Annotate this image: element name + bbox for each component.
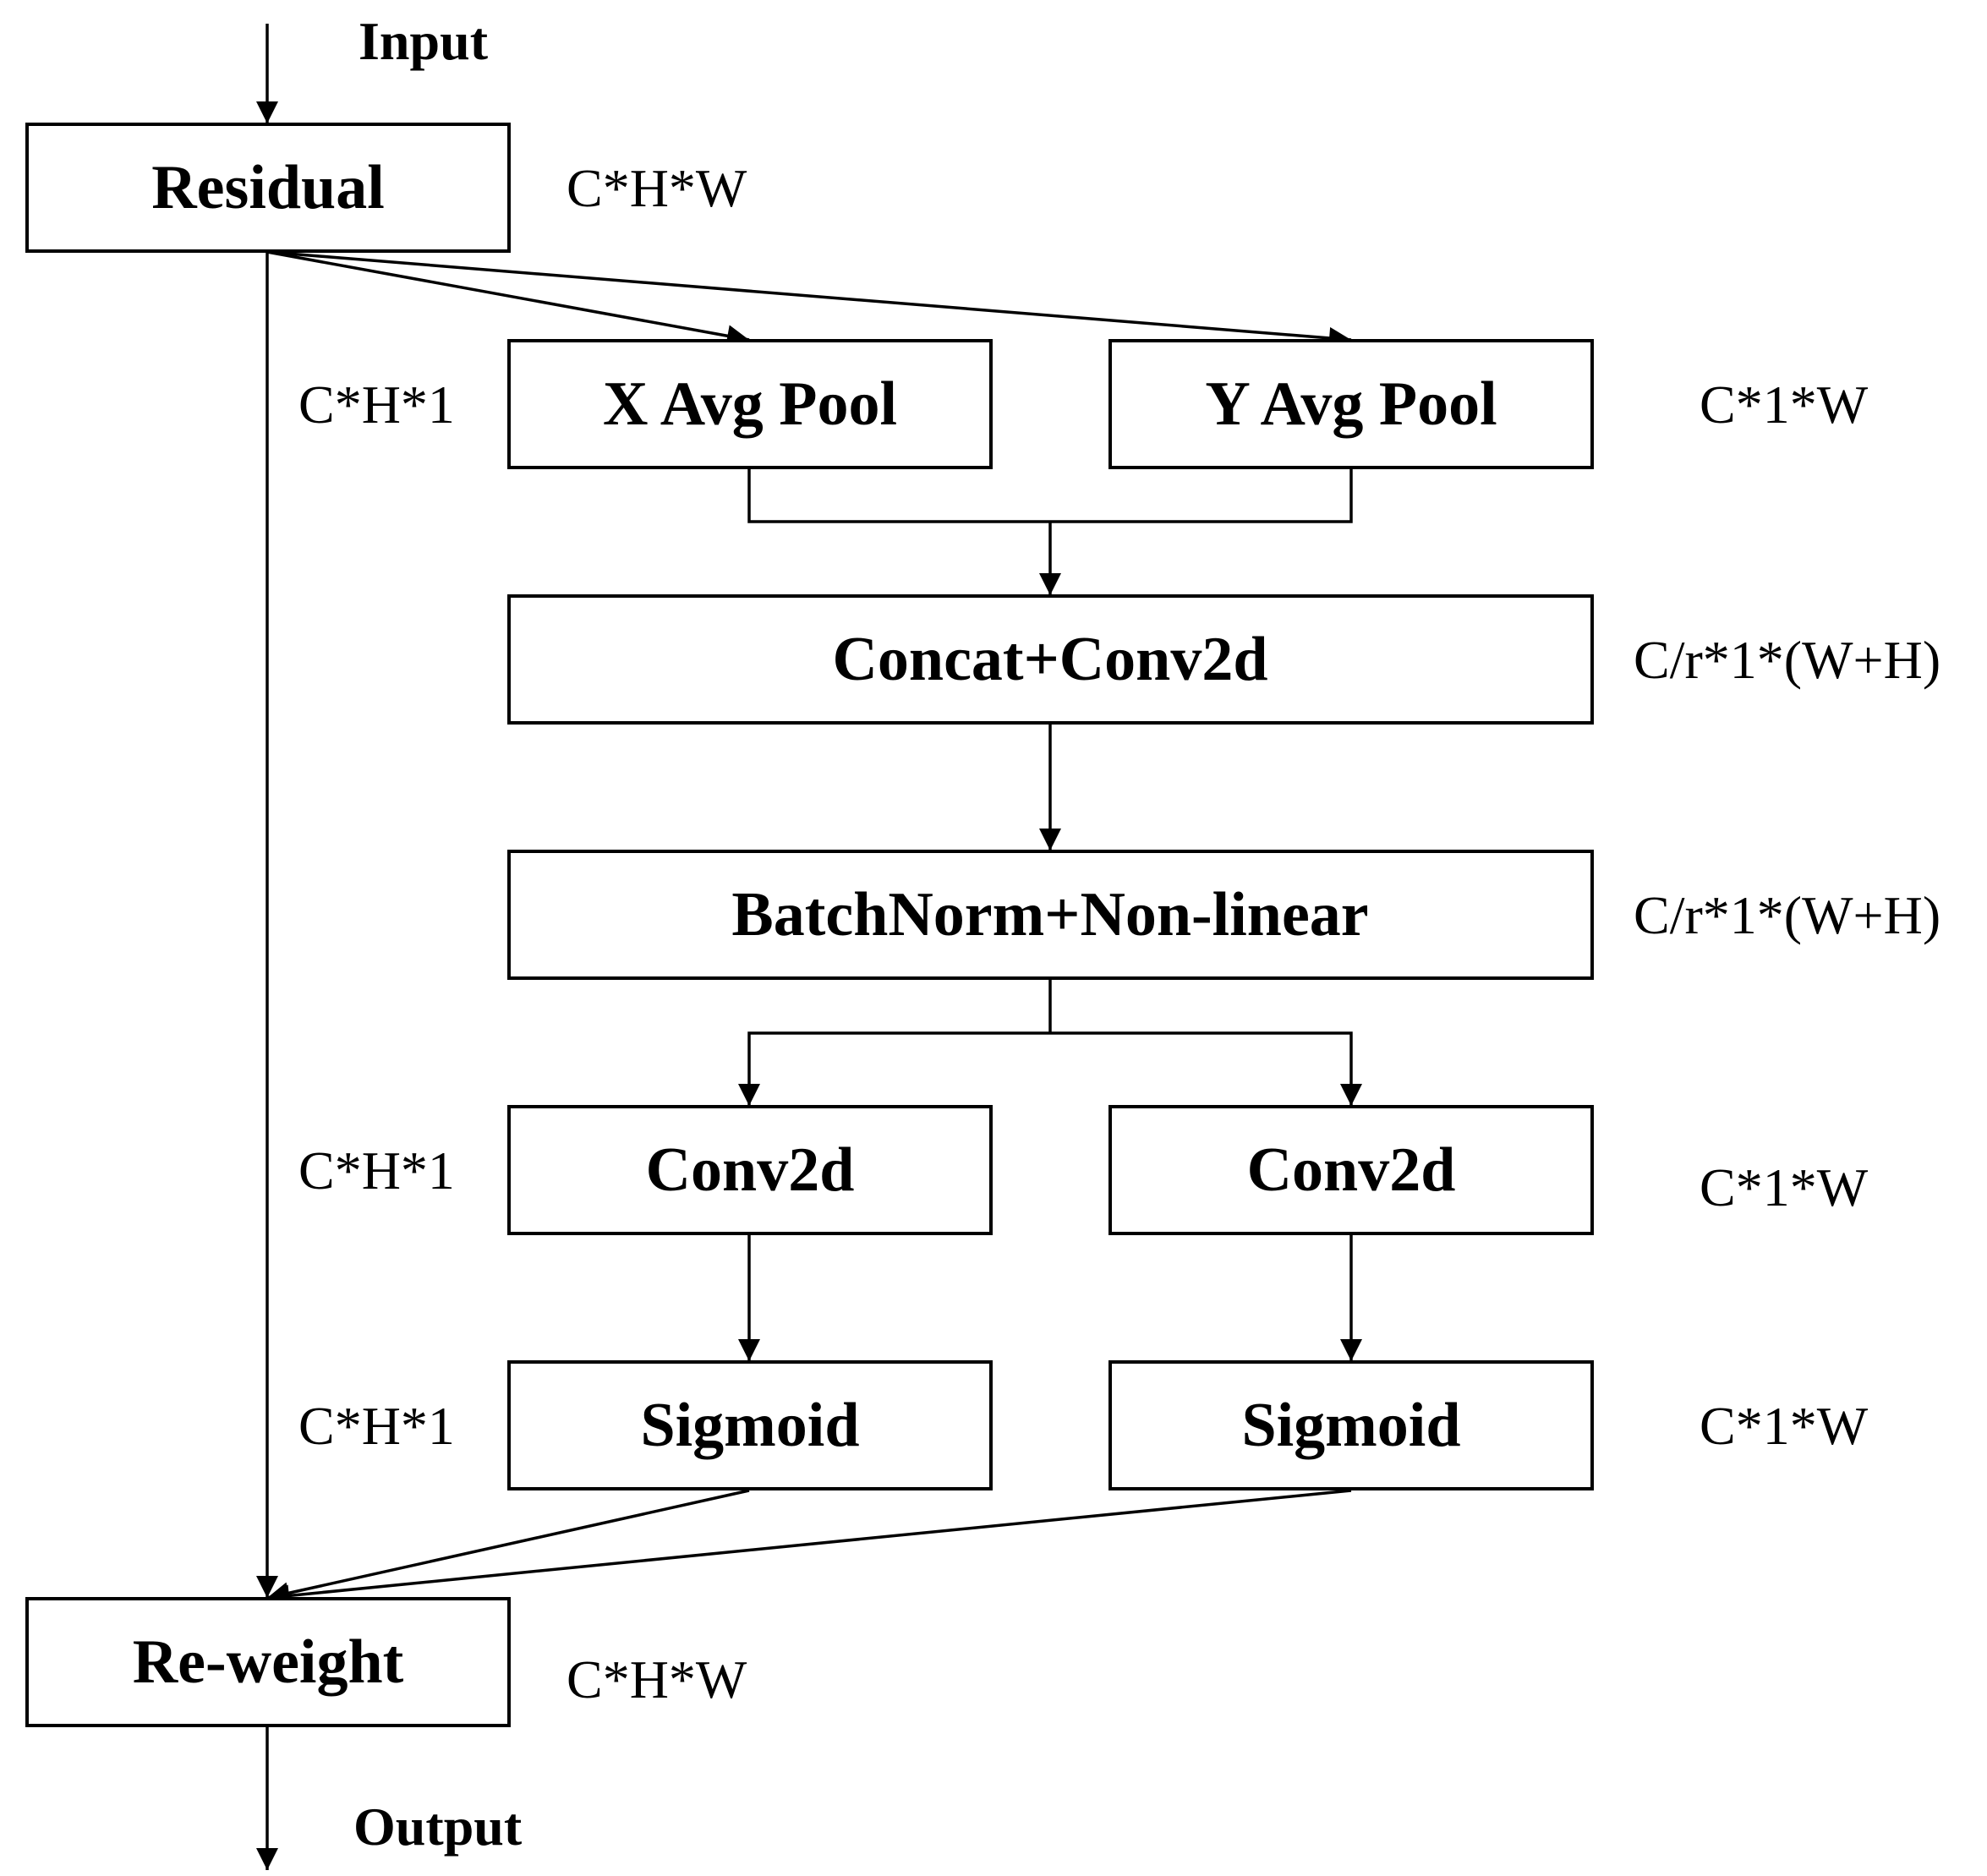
conv2d-left-label: Conv2d [646, 1135, 855, 1205]
x-pool-merge-line [747, 469, 1050, 523]
output-label: Output [353, 1797, 523, 1857]
split-to-right-conv2d-arrow [1050, 1031, 1362, 1106]
batchnorm-dim-label: C/r*1*(W+H) [1634, 885, 1940, 945]
conv2d-right-box [1108, 1105, 1594, 1235]
batchnorm-box [507, 850, 1594, 980]
residual-label: Residual [151, 153, 385, 222]
y-avg-pool-box [1108, 339, 1594, 469]
x-avg-pool-label: X Avg Pool [603, 369, 897, 439]
residual-to-y-avg-pool-arrow [266, 250, 1352, 349]
sigmoid-right-box [1108, 1360, 1594, 1490]
sigmoid-right-label: Sigmoid [1241, 1391, 1460, 1460]
x-avg-pool-dim-label: C*H*1 [298, 375, 455, 435]
concat-conv2d-box [507, 594, 1594, 725]
conv2d-right-node: Conv2d [1108, 1105, 1594, 1235]
conv2d-right-dim-label: C*1*W [1700, 1157, 1869, 1217]
residual-node: Residual [25, 123, 511, 253]
sigmoid-right-node: Sigmoid [1108, 1360, 1594, 1490]
input-label: Input [359, 11, 489, 71]
x-avg-pool-node: X Avg Pool [507, 339, 993, 469]
y-avg-pool-dim-label: C*1*W [1700, 375, 1869, 435]
reweight-dim-label: C*H*W [567, 1649, 747, 1709]
x-avg-pool-box [507, 339, 993, 469]
dimension-labels: C*H*W C*H*1 C*1*W C/r*1*(W+H) C/r*1*(W+H… [298, 158, 1940, 1709]
edges [256, 24, 1362, 1870]
sigmoid-left-dim-label: C*H*1 [298, 1396, 455, 1456]
concat-conv2d-node: Concat+Conv2d [507, 594, 1594, 725]
right-sigmoid-to-reweight-arrow [266, 1489, 1352, 1607]
y-avg-pool-label: Y Avg Pool [1205, 369, 1497, 439]
concat-conv2d-label: Concat+Conv2d [832, 625, 1267, 694]
sigmoid-left-node: Sigmoid [507, 1360, 993, 1490]
batchnorm-node: BatchNorm+Non-linear [507, 850, 1594, 980]
conv2d-left-box [507, 1105, 993, 1235]
concat-conv2d-dim-label: C/r*1*(W+H) [1634, 630, 1940, 690]
sigmoid-left-box [507, 1360, 993, 1490]
y-avg-pool-node: Y Avg Pool [1108, 339, 1594, 469]
residual-to-x-avg-pool-arrow [266, 250, 750, 347]
reweight-node: Re-weight [25, 1597, 511, 1727]
batchnorm-label: BatchNorm+Non-linear [731, 880, 1368, 949]
reweight-box [25, 1597, 511, 1727]
conv2d-left-dim-label: C*H*1 [298, 1140, 455, 1201]
left-sigmoid-to-reweight-arrow [266, 1489, 750, 1605]
sigmoid-right-dim-label: C*1*W [1700, 1396, 1869, 1456]
conv2d-left-node: Conv2d [507, 1105, 993, 1235]
residual-box [25, 123, 511, 253]
conv2d-right-label: Conv2d [1247, 1135, 1456, 1205]
sigmoid-left-label: Sigmoid [640, 1391, 859, 1460]
reweight-label: Re-weight [133, 1627, 404, 1697]
y-pool-merge-line [1050, 469, 1353, 523]
split-to-left-conv2d-arrow [738, 1031, 1050, 1106]
residual-dim-label: C*H*W [567, 158, 747, 218]
